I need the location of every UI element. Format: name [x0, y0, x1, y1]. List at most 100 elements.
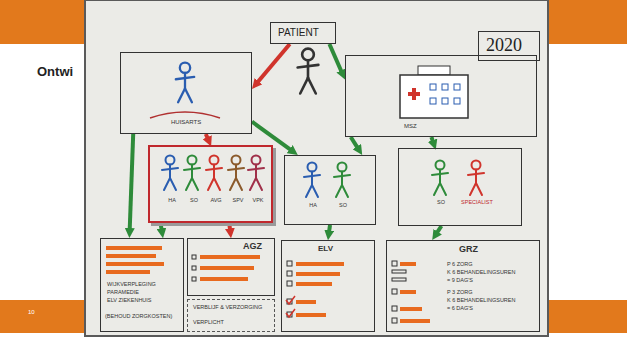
elv-checklist — [286, 309, 295, 317]
node-text: ELV ZIEKENHUIS — [107, 297, 152, 304]
elv-checklist — [287, 271, 292, 276]
node-text: SPECIALIST — [461, 199, 493, 206]
hospital-drawing — [442, 84, 448, 90]
patient-figure — [298, 49, 319, 94]
hospital-drawing — [442, 98, 448, 104]
node-text: PATIENT — [278, 27, 319, 39]
node-text: SO — [437, 199, 445, 206]
grz-checklist — [400, 262, 416, 266]
box-node: HASOAVGSPVVPK — [148, 145, 273, 223]
node-text: HA — [309, 202, 317, 209]
agz-checklist — [200, 266, 254, 270]
struck-items — [106, 254, 156, 258]
node-text: VERBLIJF & VERZORGING — [193, 304, 262, 311]
team-figures — [228, 156, 244, 191]
arrow-connector — [257, 44, 290, 84]
elv-figures — [304, 163, 350, 198]
hospital-drawing — [400, 66, 468, 118]
agz-checklist — [192, 255, 260, 281]
grz-checklist — [392, 270, 406, 273]
node-text: WIJKVERPLEGING — [107, 281, 156, 288]
team-figures — [184, 156, 200, 191]
box-node: HA SO — [284, 155, 376, 225]
grz-checklist — [400, 290, 416, 294]
elv-checklist — [286, 261, 344, 317]
photo-paper — [85, 0, 548, 336]
box-node: 2020 — [478, 31, 540, 61]
node-text: P 3 ZORG — [447, 289, 473, 296]
huisarts-figure — [176, 63, 194, 103]
team-figures — [162, 156, 264, 191]
node-text: SPV — [232, 197, 243, 204]
huisarts-figure — [150, 63, 220, 118]
struck-items — [106, 262, 164, 266]
box-node: GRZ P 6 ZORG K 6 BEHANDELINGSUREN = 9 DAG'S… — [386, 240, 540, 332]
slide-label: Ontwi — [37, 64, 73, 80]
hospital-drawing — [454, 98, 460, 104]
node-text: = 6 DAG'S — [447, 305, 473, 312]
agz-checklist — [192, 255, 196, 259]
node-text: HUISARTS — [171, 119, 201, 126]
photo-paper — [85, 0, 548, 336]
huisarts-figure — [150, 112, 220, 118]
grz-checklist — [392, 278, 406, 281]
grz-figures — [468, 161, 484, 196]
node-text: AGZ — [243, 241, 262, 252]
hospital-drawing — [454, 84, 460, 90]
arrow-connector — [161, 223, 162, 231]
node-text: 2020 — [486, 35, 522, 57]
arrow-connector — [436, 226, 441, 234]
elv-figures — [304, 163, 320, 198]
arrow-connector — [206, 134, 209, 140]
box-node: ELV — [281, 240, 375, 332]
agz-checklist — [200, 277, 248, 281]
box-node: SO SPECIALIST — [398, 148, 522, 226]
arrow-connector — [329, 225, 330, 233]
grz-checklist — [400, 319, 430, 323]
grz-figures — [432, 161, 448, 196]
team-figures — [206, 156, 222, 191]
elv-checklist — [296, 272, 340, 276]
node-text: SO — [339, 202, 347, 209]
arrow-connector — [431, 137, 433, 143]
elv-checklist — [287, 281, 292, 286]
team-figures — [162, 156, 178, 191]
struck-items — [106, 270, 150, 274]
box-node: HUISARTS — [120, 52, 252, 134]
agz-checklist — [192, 266, 196, 270]
team-figures — [248, 156, 264, 191]
node-text: K 6 BEHANDELINGSUREN — [447, 297, 515, 304]
box-node: PATIENT — [270, 22, 336, 44]
node-text: P 6 ZORG — [447, 261, 473, 268]
elv-checklist — [286, 296, 295, 304]
node-text: = 9 DAG'S — [447, 277, 473, 284]
node-text: ELV — [318, 244, 333, 254]
elv-checklist — [296, 300, 316, 304]
hospital-drawing — [430, 98, 436, 104]
agz-checklist — [200, 255, 260, 259]
arrow-connector — [351, 137, 359, 149]
box-node: MSZ — [345, 55, 537, 137]
elv-checklist — [296, 313, 326, 317]
grz-checklist — [392, 306, 397, 311]
node-text: GRZ — [459, 244, 478, 255]
arrow-connector — [227, 223, 232, 231]
box-node: AGZ — [187, 238, 275, 296]
grz-checklist — [400, 307, 422, 311]
hospital-drawing — [430, 84, 436, 90]
slide-label: 10 — [28, 309, 35, 316]
hospital-drawing — [408, 92, 420, 96]
elv-checklist — [296, 262, 344, 266]
grz-checklist — [392, 318, 397, 323]
hospital-drawing — [400, 75, 468, 118]
node-text: (BEHOUD ZORGKOSTEN) — [105, 313, 172, 320]
patient-figure — [298, 49, 319, 94]
node-text: AVG — [210, 197, 221, 204]
